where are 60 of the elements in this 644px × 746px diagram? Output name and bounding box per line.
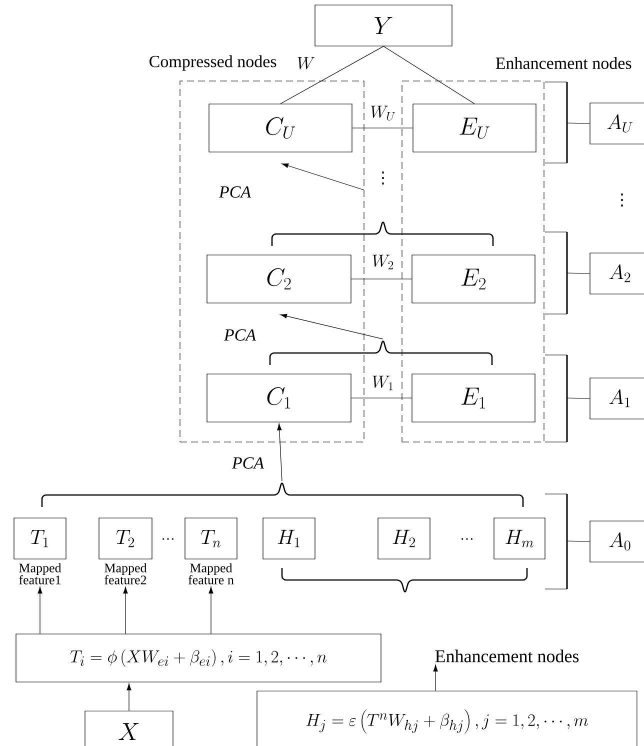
connector bbox=[282, 163, 364, 190]
node-box: $C_U$ bbox=[208, 104, 352, 152]
node-box: $E_U$ bbox=[412, 104, 536, 152]
caption-text: Mapped feature n bbox=[188, 563, 234, 584]
label-text: $W$ bbox=[298, 57, 315, 70]
connector bbox=[566, 398, 590, 399]
node-box: $T_2$ bbox=[98, 518, 152, 560]
node-box: $E_1$ bbox=[412, 374, 536, 422]
node-box: $A_2$ bbox=[590, 252, 644, 294]
connector bbox=[351, 278, 412, 280]
node-box: $A_1$ bbox=[590, 378, 644, 420]
node-box: $T_n$ bbox=[184, 518, 238, 560]
edge-label: $W_U$ bbox=[369, 104, 397, 122]
node-box: $H_1$ bbox=[262, 518, 316, 560]
node-box: $C_2$ bbox=[206, 254, 352, 304]
edge-label: PCA bbox=[230, 456, 266, 470]
caption-text: Mapped feature2 bbox=[104, 563, 147, 584]
edge-label: $W_1$ bbox=[370, 374, 396, 392]
connector bbox=[280, 314, 384, 340]
node-box: $H_m$ bbox=[494, 518, 546, 560]
connector bbox=[277, 423, 282, 482]
brace bbox=[271, 222, 494, 246]
label-text: … bbox=[162, 538, 174, 540]
label-text: ⋮ bbox=[621, 194, 623, 206]
caption-text: Mapped feature1 bbox=[19, 563, 62, 584]
connector bbox=[123, 586, 128, 634]
connector bbox=[433, 664, 438, 691]
connector bbox=[126, 683, 132, 711]
caption-text: Enhancement nodes bbox=[435, 650, 579, 662]
connector bbox=[208, 586, 214, 634]
connector bbox=[566, 540, 590, 542]
connector bbox=[566, 272, 590, 274]
node-box: $A_0$ bbox=[590, 520, 644, 562]
label-text: … bbox=[461, 538, 473, 540]
bracket bbox=[544, 494, 568, 590]
brace bbox=[41, 484, 524, 507]
label-text: ⋮ bbox=[382, 172, 384, 184]
bracket bbox=[544, 82, 568, 164]
brace bbox=[281, 568, 528, 592]
node-box: $Y$ bbox=[314, 4, 452, 46]
node-box: $E_2$ bbox=[412, 254, 536, 304]
connector bbox=[280, 46, 384, 104]
node-box: $C_1$ bbox=[206, 374, 352, 422]
bracket bbox=[544, 232, 568, 314]
bracket bbox=[544, 354, 568, 442]
connector bbox=[38, 586, 42, 634]
brace bbox=[269, 341, 493, 365]
node-box: $H_j=\varepsilon\left(T^nW_{hj}+\beta_{hj}\right),j=1,2,\cdots,m$ bbox=[256, 690, 638, 746]
connector bbox=[383, 46, 475, 104]
edge-label: $W_2$ bbox=[370, 254, 396, 270]
edge-label: PCA bbox=[222, 328, 258, 342]
node-label: Compressed nodes bbox=[150, 55, 276, 71]
node-box: $A_U$ bbox=[590, 102, 644, 144]
edge-label: PCA bbox=[218, 185, 252, 199]
node-box: $H_2$ bbox=[378, 518, 430, 560]
node-box: $T_i=\phi\left(XW_{ei}+\beta_{ei}\right),i=1,2,\cdots,n$ bbox=[16, 634, 382, 682]
node-box: $X$ bbox=[84, 710, 174, 746]
connector bbox=[566, 122, 590, 124]
node-box: $T_1$ bbox=[14, 518, 66, 560]
node-label: Enhancement nodes bbox=[496, 57, 632, 69]
